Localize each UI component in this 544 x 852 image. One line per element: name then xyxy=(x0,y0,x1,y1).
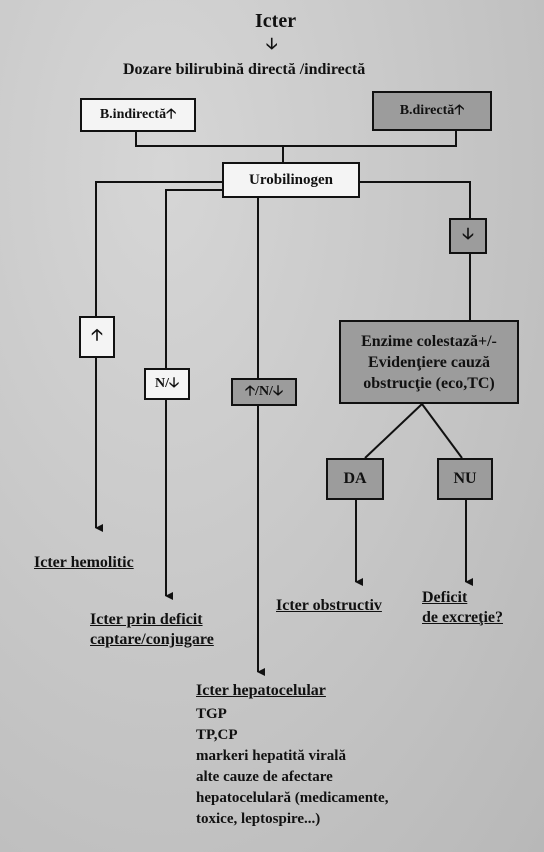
connector-to-n-down xyxy=(165,189,228,368)
connector-to-down xyxy=(358,181,471,218)
box-enzime-colestaza: Enzime colestază+/- Evidenţiere cauză ob… xyxy=(339,320,519,404)
connector-to-nu xyxy=(421,403,463,459)
box-up-arrow: 🡡 xyxy=(79,316,115,358)
box-up-n-down: 🡡/N/🡣 xyxy=(231,378,297,406)
box-n-down: N/🡣 xyxy=(144,368,190,400)
outcome-icter-obstructiv: Icter obstructiv xyxy=(276,597,382,614)
enzyme-line-3: obstrucţie (eco,TC) xyxy=(363,374,495,392)
enzyme-line-2: Evidenţiere cauză xyxy=(368,353,490,371)
outcome-deficit-excretie: Deficit de excreţie? xyxy=(422,588,503,628)
outcome-icter-hepatocelular: Icter hepatocelular xyxy=(196,682,326,699)
deficit-line-1: Icter prin deficit xyxy=(90,611,203,628)
title-icter: Icter xyxy=(255,10,297,32)
box-da: DA xyxy=(326,458,384,500)
box-b-directa: B.directă🡡 xyxy=(372,91,492,131)
list-item: TP,CP xyxy=(196,727,238,743)
box-nu: NU xyxy=(437,458,493,500)
excretie-line-2: de excreţie? xyxy=(422,609,503,626)
hepatocelular-causes-list: TGP TP,CP markeri hepatită virală alte c… xyxy=(196,704,388,830)
connector-to-da xyxy=(364,403,423,459)
box-down-arrow: 🡣 xyxy=(449,218,487,254)
box-urobilinogen: Urobilinogen xyxy=(222,162,360,198)
title-down-arrow-icon: 🡣 xyxy=(266,36,278,53)
outcome-icter-deficit-captare: Icter prin deficit captare/conjugare xyxy=(90,610,214,650)
connector-to-up xyxy=(95,181,224,316)
connector-bilirubin-merge xyxy=(135,131,457,147)
outcome-icter-hemolitic: Icter hemolitic xyxy=(34,554,134,571)
subtitle-dozare: Dozare bilirubină directă /indirectă xyxy=(123,61,366,78)
list-item: TGP xyxy=(196,706,227,722)
enzyme-line-1: Enzime colestază+/- xyxy=(361,332,497,350)
excretie-line-1: Deficit xyxy=(422,589,468,606)
list-item: toxice, leptospire...) xyxy=(196,811,321,827)
list-item: alte cauze de afectare xyxy=(196,769,333,785)
deficit-line-2: captare/conjugare xyxy=(90,631,214,648)
list-item: hepatocelulară (medicamente, xyxy=(196,790,389,806)
list-item: markeri hepatită virală xyxy=(196,748,346,764)
box-b-indirecta: B.indirectă🡡 xyxy=(80,98,196,132)
